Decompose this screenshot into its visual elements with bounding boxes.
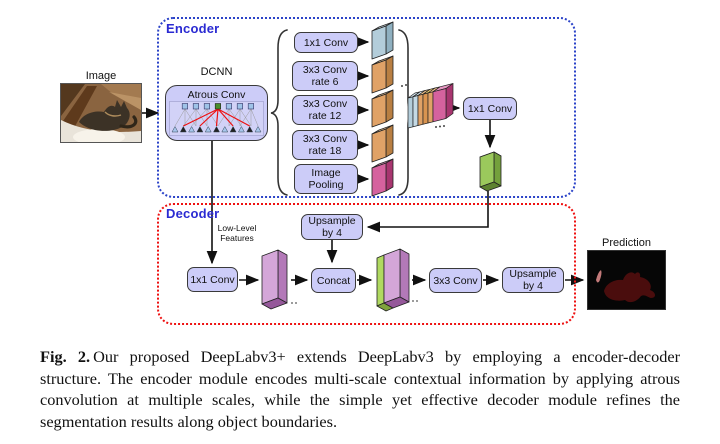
atrous-conv-block: Atrous Conv (165, 85, 268, 141)
low-level-features-label: Low-Level Features (217, 223, 257, 243)
feature-map-1x1 (371, 21, 394, 60)
encoder-region (157, 17, 576, 198)
figure-caption-text: Our proposed DeepLabv3+ extends DeepLabv… (40, 347, 680, 431)
prediction-label: Prediction (602, 237, 651, 249)
feature-map-rate18 (371, 124, 394, 163)
ellipsis-dots (401, 84, 445, 128)
atrous-input-row (171, 125, 262, 133)
left-brace (270, 29, 288, 196)
decoder-lowlevel-feature-map (261, 249, 297, 310)
aspp-image-pooling-box: Image Pooling (294, 164, 358, 194)
aspp-conv3x3-rate6-box: 3x3 Conv rate 6 (292, 61, 358, 91)
atrous-convolution-diagram (169, 101, 264, 136)
input-image (60, 83, 142, 143)
decoder-upsample2-by4-box: Upsample by 4 (502, 267, 564, 293)
decoder-upsample-by4-box: Upsample by 4 (301, 214, 363, 240)
concat-feature-stack (401, 83, 454, 129)
dcnn-label: DCNN (200, 66, 233, 78)
green-feature-map (479, 151, 502, 192)
aspp-conv3x3-rate18-box: 3x3 Conv rate 18 (292, 130, 358, 160)
decoder-concat-box: Concat (311, 268, 356, 293)
atrous-conv-label: Atrous Conv (187, 89, 246, 101)
decoder-concat-feature-map (376, 248, 418, 312)
decoder-region (157, 203, 576, 325)
input-image-label: Image (85, 70, 117, 82)
decoder-conv1x1-box: 1x1 Conv (187, 267, 238, 292)
feature-map-rate6 (371, 55, 394, 94)
prediction-image (587, 250, 666, 310)
cat-photo-art (61, 84, 141, 142)
atrous-red-connections (183, 108, 250, 127)
decoder-conv3x3-box: 3x3 Conv (429, 268, 482, 293)
feature-map-pooling (371, 158, 394, 197)
encoder-label: Encoder (166, 21, 220, 36)
figure-caption: Fig. 2.Our proposed DeepLabv3+ extends D… (40, 346, 680, 432)
aspp-feature-maps (371, 21, 394, 197)
diagram-vector-layer (142, 21, 585, 312)
decoder-label: Decoder (166, 206, 220, 221)
prediction-mask-art (588, 251, 665, 309)
aspp-conv1x1-box: 1x1 Conv (294, 32, 358, 53)
aspp-conv3x3-rate12-box: 3x3 Conv rate 12 (292, 95, 358, 125)
feature-map-rate12 (371, 89, 394, 128)
encoder-conv1x1-box: 1x1 Conv (463, 97, 517, 120)
figure-caption-label: Fig. 2. (40, 347, 91, 366)
